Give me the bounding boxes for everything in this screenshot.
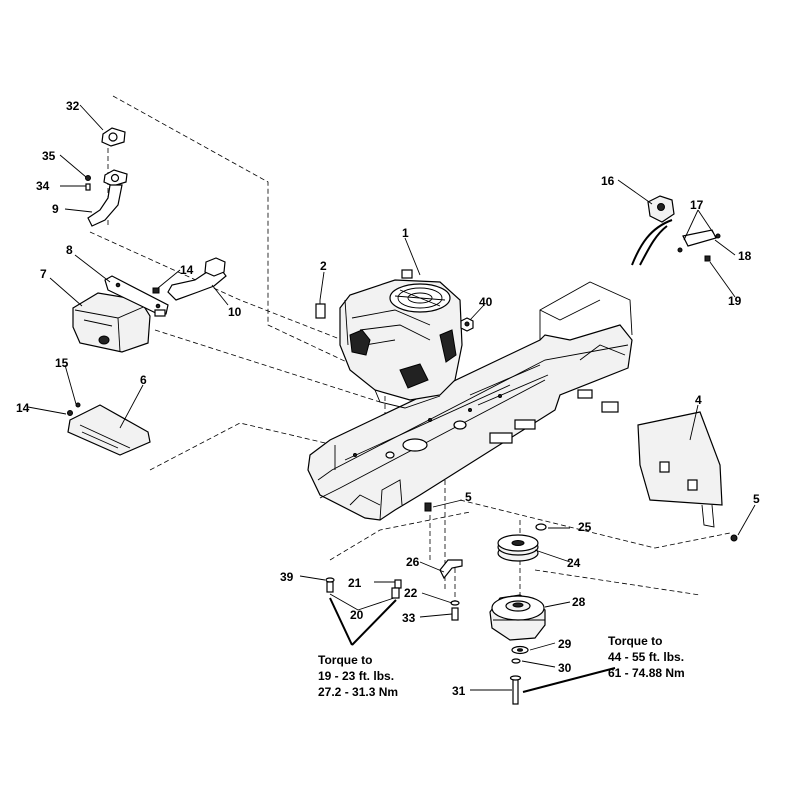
torque-right-line2: 44 - 55 ft. lbs. bbox=[608, 650, 684, 664]
muffler bbox=[72, 292, 151, 353]
callout-35: 35 bbox=[42, 149, 56, 163]
assembly-guide-lines bbox=[89, 95, 731, 605]
exhaust-pipe-upper bbox=[85, 127, 128, 227]
callout-28: 28 bbox=[572, 595, 586, 609]
torque-right-line3: 61 - 74.88 Nm bbox=[608, 666, 685, 680]
callout-26: 26 bbox=[406, 555, 420, 569]
heat-shield bbox=[67, 402, 151, 456]
torque-left-line3: 27.2 - 31.3 Nm bbox=[318, 685, 398, 699]
side-panel bbox=[637, 411, 738, 542]
callout-2: 2 bbox=[320, 259, 327, 273]
callout-19: 19 bbox=[728, 294, 742, 308]
callout-15: 15 bbox=[55, 356, 69, 370]
callout-21: 21 bbox=[348, 576, 362, 590]
callout-1: 1 bbox=[402, 226, 409, 240]
callout-30: 30 bbox=[558, 661, 572, 675]
engine-fitting bbox=[315, 300, 326, 319]
callout-40: 40 bbox=[479, 295, 493, 309]
frame-bolt bbox=[424, 502, 432, 512]
callout-31: 31 bbox=[452, 684, 466, 698]
callout-22: 22 bbox=[404, 586, 418, 600]
callout-14-shield: 14 bbox=[16, 401, 30, 415]
torque-note-left: Torque to 19 - 23 ft. lbs. 27.2 - 31.3 N… bbox=[318, 653, 398, 699]
callout-18: 18 bbox=[738, 249, 752, 263]
muffler-bracket bbox=[104, 275, 169, 317]
callout-34: 34 bbox=[36, 179, 50, 193]
engine bbox=[339, 269, 463, 409]
callout-25: 25 bbox=[578, 520, 592, 534]
callout-4: 4 bbox=[695, 393, 702, 407]
torque-pointer-left bbox=[329, 597, 397, 646]
torque-left-line2: 19 - 23 ft. lbs. bbox=[318, 669, 394, 683]
engine-nut bbox=[460, 317, 474, 332]
torque-pointer-right bbox=[522, 667, 616, 693]
torque-left-line1: Torque to bbox=[318, 653, 372, 667]
callout-17: 17 bbox=[690, 198, 704, 212]
callout-9: 9 bbox=[52, 202, 59, 216]
leader-lines bbox=[27, 104, 756, 691]
callout-39: 39 bbox=[280, 570, 294, 584]
callout-29: 29 bbox=[558, 637, 572, 651]
callout-24: 24 bbox=[567, 556, 581, 570]
tractor-frame bbox=[307, 281, 633, 521]
callout-10: 10 bbox=[228, 305, 242, 319]
callout-32: 32 bbox=[66, 99, 80, 113]
callout-5-frame: 5 bbox=[465, 490, 472, 504]
torque-note-right: Torque to 44 - 55 ft. lbs. 61 - 74.88 Nm bbox=[608, 634, 685, 680]
fuel-line-assembly bbox=[631, 195, 721, 266]
torque-right-line1: Torque to bbox=[608, 634, 662, 648]
callout-6: 6 bbox=[140, 373, 147, 387]
engine-pulley bbox=[497, 523, 547, 562]
callout-labels: 1 2 40 4 5 5 6 7 8 9 10 14 14 15 16 17 1… bbox=[16, 99, 760, 698]
callout-16: 16 bbox=[601, 174, 615, 188]
callout-8: 8 bbox=[66, 243, 73, 257]
exhaust-pipe-lower bbox=[152, 257, 227, 301]
callout-33: 33 bbox=[402, 611, 416, 625]
callout-7: 7 bbox=[40, 267, 47, 281]
callout-5-right: 5 bbox=[753, 492, 760, 506]
pto-clutch bbox=[489, 594, 546, 705]
callout-14-pipe: 14 bbox=[180, 263, 194, 277]
callout-20: 20 bbox=[350, 608, 364, 622]
idler-bracket bbox=[439, 559, 463, 580]
